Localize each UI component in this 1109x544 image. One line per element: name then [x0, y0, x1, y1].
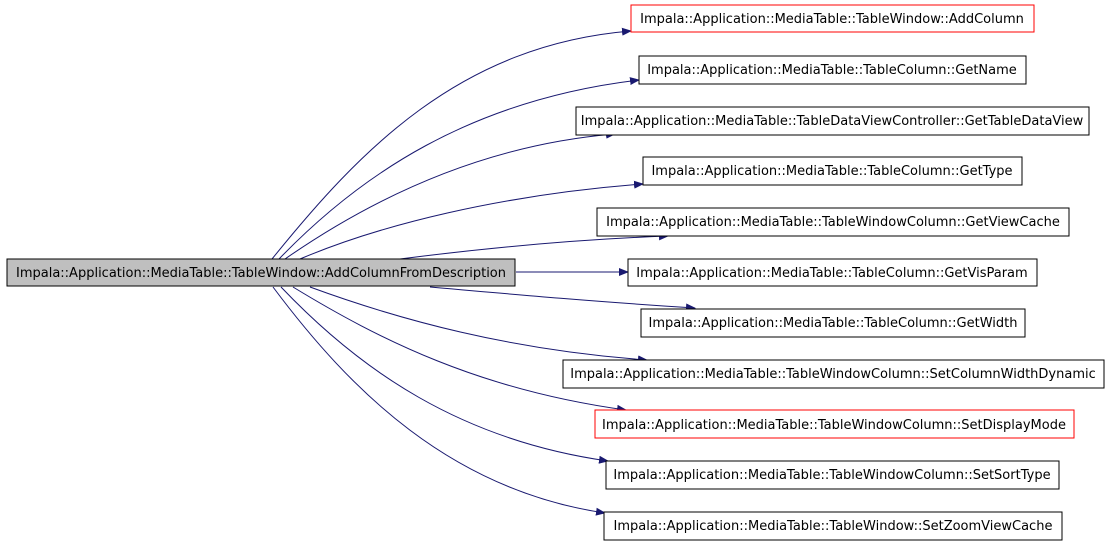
- target-node-label: Impala::Application::MediaTable::TableDa…: [581, 114, 1084, 129]
- edges: [271, 27, 696, 516]
- edge-to-get-view-cache: [399, 232, 669, 260]
- target-node-label: Impala::Application::MediaTable::TableCo…: [636, 266, 1027, 281]
- target-node-get-vis-param[interactable]: Impala::Application::MediaTable::TableCo…: [627, 258, 1038, 287]
- target-node-label: Impala::Application::MediaTable::TableCo…: [649, 316, 1018, 331]
- source-node-label: Impala::Application::MediaTable::TableWi…: [16, 266, 506, 281]
- edge-to-set-sort-type: [280, 286, 609, 464]
- target-node-label: Impala::Application::MediaTable::TableWi…: [614, 519, 1053, 534]
- target-node-label: Impala::Application::MediaTable::TableCo…: [647, 63, 1017, 78]
- target-node-label: Impala::Application::MediaTable::TableWi…: [606, 215, 1060, 230]
- target-node-get-name[interactable]: Impala::Application::MediaTable::TableCo…: [638, 55, 1027, 85]
- target-node-set-sort-type[interactable]: Impala::Application::MediaTable::TableWi…: [605, 460, 1060, 490]
- target-node-get-table-data-view[interactable]: Impala::Application::MediaTable::TableDa…: [575, 106, 1090, 136]
- target-node-label: Impala::Application::MediaTable::TableCo…: [651, 164, 1012, 179]
- edge-to-set-display-mode: [292, 286, 627, 413]
- edge-to-get-type: [299, 180, 644, 260]
- target-node-get-view-cache[interactable]: Impala::Application::MediaTable::TableWi…: [596, 207, 1070, 237]
- target-node-set-display-mode[interactable]: Impala::Application::MediaTable::TableWi…: [594, 409, 1075, 439]
- target-node-label: Impala::Application::MediaTable::TableWi…: [613, 468, 1050, 483]
- target-node-set-column-width-dynamic[interactable]: Impala::Application::MediaTable::TableWi…: [562, 359, 1105, 389]
- edge-to-get-table-data-view: [284, 130, 616, 260]
- source-node[interactable]: Impala::Application::MediaTable::TableWi…: [6, 258, 516, 287]
- edge-to-get-name: [278, 77, 640, 260]
- target-node-label: Impala::Application::MediaTable::TableWi…: [570, 367, 1096, 382]
- target-node-add-column[interactable]: Impala::Application::MediaTable::TableWi…: [630, 4, 1035, 33]
- target-node-label: Impala::Application::MediaTable::TableWi…: [602, 418, 1066, 433]
- edge-to-add-column: [271, 27, 632, 260]
- edge-to-set-zoom-view-cache: [272, 286, 606, 516]
- target-node-set-zoom-view-cache[interactable]: Impala::Application::MediaTable::TableWi…: [603, 511, 1063, 541]
- edge-to-set-column-width-dynamic: [309, 286, 648, 364]
- target-node-label: Impala::Application::MediaTable::TableWi…: [640, 12, 1024, 27]
- target-node-get-type[interactable]: Impala::Application::MediaTable::TableCo…: [642, 156, 1023, 186]
- edge-to-get-width: [429, 286, 696, 312]
- target-node-get-width[interactable]: Impala::Application::MediaTable::TableCo…: [640, 308, 1026, 338]
